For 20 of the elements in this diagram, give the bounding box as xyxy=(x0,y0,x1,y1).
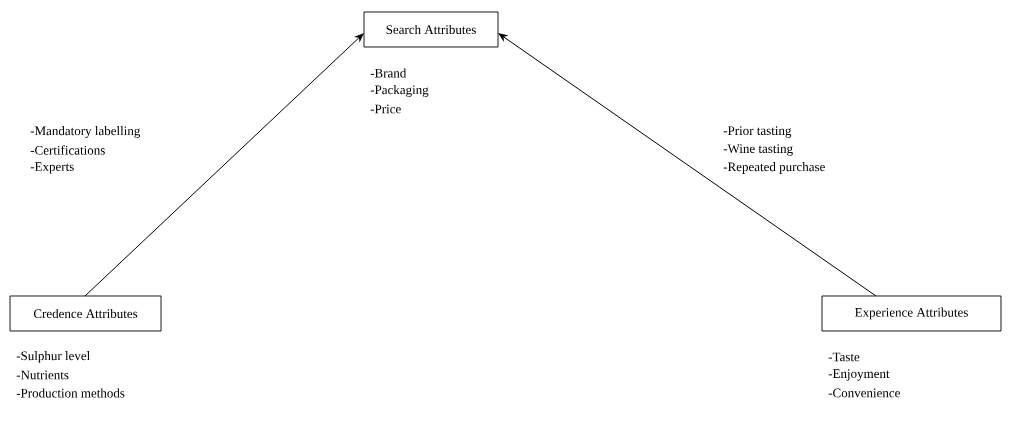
attribute-item: -Convenience xyxy=(828,388,900,398)
attribute-item: -Experts xyxy=(30,162,74,174)
attribute-item: -Enjoyment xyxy=(828,369,890,381)
attribute-item: -Certifications xyxy=(30,145,105,155)
attribute-item: -Production methods xyxy=(16,388,125,398)
attribute-box: Search Attributes xyxy=(363,11,499,48)
attribute-item: -Repeated purchase xyxy=(723,162,825,174)
attribute-box: Experience Attributes xyxy=(821,295,1002,332)
attribute-item: -Prior tasting xyxy=(723,126,792,138)
attribute-item: -Taste xyxy=(828,352,860,362)
attribute-item: -Wine tasting xyxy=(723,144,793,156)
arrow xyxy=(498,33,877,297)
attribute-item: -Brand xyxy=(370,68,407,78)
attribute-item: -Nutrients xyxy=(16,370,69,380)
attribute-box: Credence Attributes xyxy=(9,295,162,332)
attribute-item: -Sulphur level xyxy=(16,351,90,363)
attribute-item: -Mandatory labelling xyxy=(30,126,141,138)
attribute-item: -Price xyxy=(370,104,401,114)
arrow xyxy=(84,33,364,297)
attribute-item: -Packaging xyxy=(370,85,429,97)
